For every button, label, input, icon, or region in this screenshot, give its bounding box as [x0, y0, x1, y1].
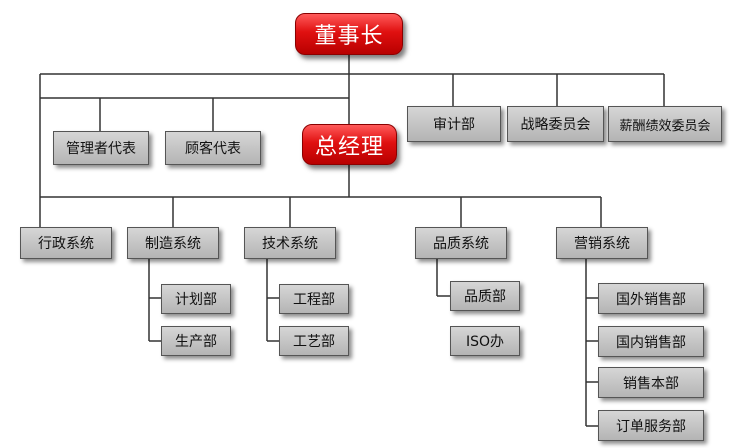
strategy-committee-node[interactable]: 战略委员会 [507, 106, 604, 142]
admin-system-node[interactable]: 行政系统 [20, 227, 112, 259]
domestic-sales-dept-node[interactable]: 国内销售部 [598, 326, 704, 357]
marketing-system-node[interactable]: 营销系统 [556, 227, 648, 259]
compensation-committee-node[interactable]: 薪酬绩效委员会 [608, 106, 722, 142]
audit-dept-node[interactable]: 审计部 [407, 106, 501, 142]
production-dept-node[interactable]: 生产部 [161, 326, 231, 356]
engineering-dept-node[interactable]: 工程部 [279, 284, 349, 314]
manufacturing-system-node[interactable]: 制造系统 [127, 227, 219, 259]
process-dept-node[interactable]: 工艺部 [279, 326, 349, 356]
iso-office-node[interactable]: ISO办 [450, 326, 520, 356]
general-manager-node[interactable]: 总经理 [302, 124, 397, 165]
planning-dept-node[interactable]: 计划部 [161, 284, 231, 314]
chairman-node[interactable]: 董事长 [295, 13, 403, 55]
technology-system-node[interactable]: 技术系统 [244, 227, 336, 259]
mgmt-rep-node[interactable]: 管理者代表 [53, 131, 149, 165]
quality-dept-node[interactable]: 品质部 [450, 281, 520, 311]
customer-rep-node[interactable]: 顾客代表 [165, 131, 261, 165]
intl-sales-dept-node[interactable]: 国外销售部 [598, 283, 704, 314]
order-service-dept-node[interactable]: 订单服务部 [598, 410, 704, 441]
sales-hq-dept-node[interactable]: 销售本部 [598, 367, 704, 398]
quality-system-node[interactable]: 品质系统 [415, 227, 507, 259]
